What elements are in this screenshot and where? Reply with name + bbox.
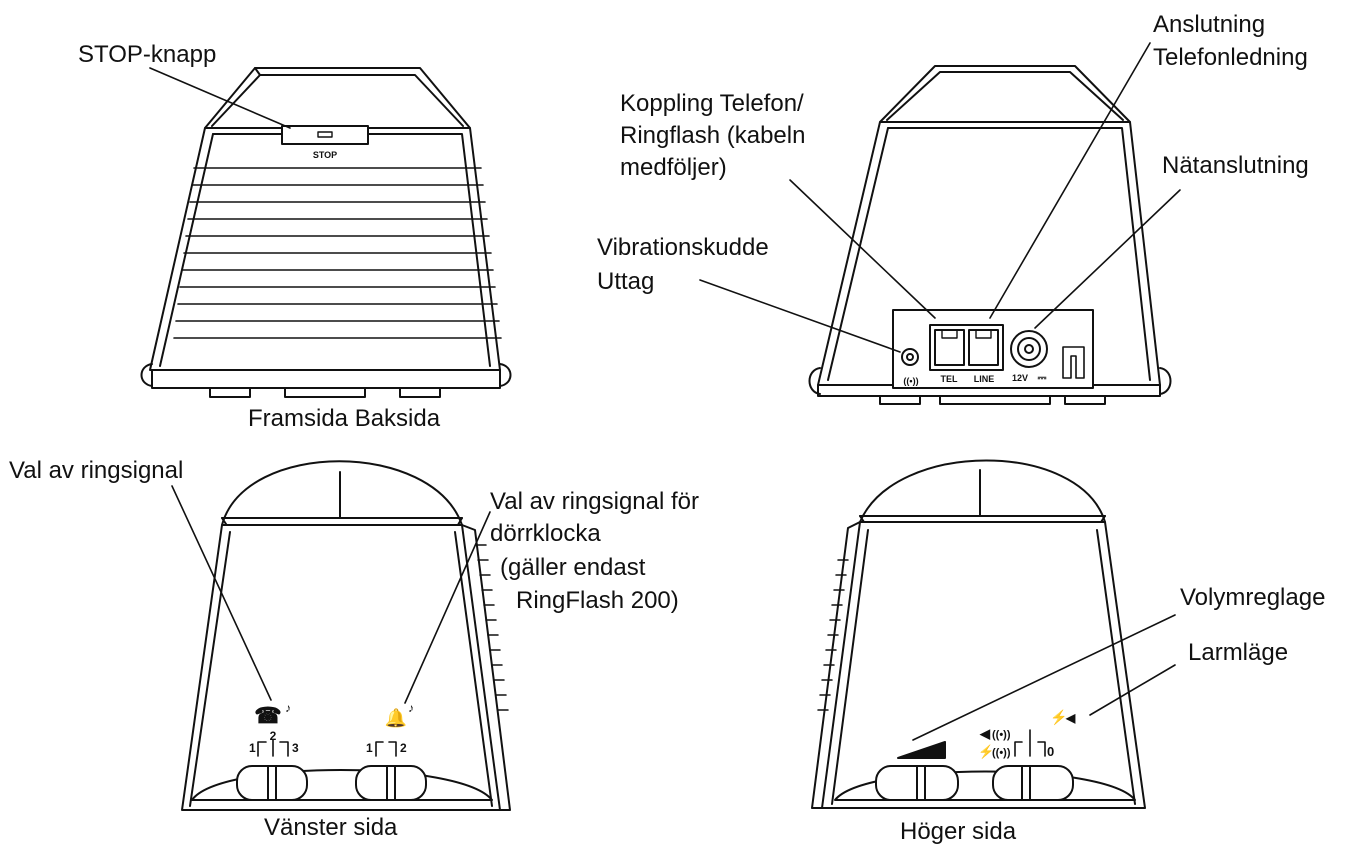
label-door-4: RingFlash 200) xyxy=(516,587,679,614)
dc-mark: ⎓ xyxy=(1038,372,1047,384)
label-stop-button: STOP-knapp xyxy=(78,41,217,68)
vibe-mark-bottom: ((•)) xyxy=(992,747,1011,759)
phone-note-icon: ☎ xyxy=(254,703,281,728)
right-side-view xyxy=(811,459,1146,809)
bell-note-icon: 🔔 xyxy=(385,708,407,728)
left-side-ribs xyxy=(475,544,509,711)
speaker-mark: ◀ xyxy=(979,726,991,741)
vibe-mark-top: ((•)) xyxy=(992,729,1011,741)
flash-speaker-icon: ⚡ xyxy=(1050,709,1067,726)
leader-volume xyxy=(912,614,1176,741)
front-view xyxy=(140,67,512,398)
front-grille xyxy=(173,167,502,339)
label-coupling-1: Koppling Telefon/ xyxy=(620,90,804,117)
callout-lines xyxy=(149,42,1181,741)
leader-alarm xyxy=(1089,664,1176,716)
door-note-mark: ♪ xyxy=(408,701,414,715)
label-door-2: dörrklocka xyxy=(490,520,601,547)
label-coupling-3: medföljer) xyxy=(620,154,727,181)
line-socket-drawing xyxy=(968,329,999,366)
ring-pos-3: 3 xyxy=(292,741,299,755)
label-door-1: Val av ringsignal för xyxy=(490,488,699,515)
volt-mark: 12V xyxy=(1012,373,1028,383)
door-pos-2: 2 xyxy=(400,741,407,755)
label-alarm-mode: Larmläge xyxy=(1188,639,1289,666)
label-vibration-1: Vibrationskudde xyxy=(597,234,769,261)
label-vibration-2: Uttag xyxy=(597,268,655,295)
caption-front-back: Framsida Baksida xyxy=(248,405,441,432)
ring-note-mark: ♪ xyxy=(285,701,291,715)
leader-vibration xyxy=(699,279,901,353)
alarm-pos-0: 0 xyxy=(1047,744,1054,759)
vibe-jack-mark: ((•)) xyxy=(903,376,918,386)
leader-stop xyxy=(149,67,291,129)
volume-ramp-icon xyxy=(897,741,946,759)
label-door-3: (gäller endast xyxy=(500,554,646,581)
stop-button-drawing xyxy=(281,125,369,145)
right-side-ribs xyxy=(817,559,849,711)
line-mark: LINE xyxy=(974,374,995,384)
leader-door-select xyxy=(404,511,491,704)
door-pos-1: 1 xyxy=(366,741,373,755)
caption-right-side: Höger sida xyxy=(900,818,1017,845)
label-coupling-2: Ringflash (kabeln xyxy=(620,122,806,149)
label-phone-line-1: Anslutning xyxy=(1153,11,1266,38)
leader-ring-select xyxy=(171,485,272,701)
stop-mark: STOP xyxy=(313,150,337,160)
tel-mark: TEL xyxy=(941,374,959,384)
leader-phone-line xyxy=(989,42,1151,319)
ring-pos-2: 2 xyxy=(270,729,277,743)
left-side-view xyxy=(181,460,511,811)
ring-pos-1: 1 xyxy=(249,741,256,755)
vibration-jack-drawing xyxy=(901,348,919,366)
alarm-speaker-mark: ◀ xyxy=(1065,711,1076,725)
power-socket-drawing xyxy=(1010,330,1048,368)
leader-coupling xyxy=(789,179,936,319)
label-volume: Volymreglage xyxy=(1180,584,1326,611)
label-phone-line-2: Telefonledning xyxy=(1153,44,1308,71)
tel-socket-drawing xyxy=(934,329,965,366)
label-ring-select: Val av ringsignal xyxy=(9,457,184,484)
label-power: Nätanslutning xyxy=(1162,152,1309,179)
leader-power xyxy=(1034,189,1181,329)
caption-left-side: Vänster sida xyxy=(264,814,398,841)
alarm-switch-drawing xyxy=(992,765,1074,801)
back-view xyxy=(808,65,1172,405)
flash-mark-bottom: ⚡ xyxy=(978,744,994,760)
